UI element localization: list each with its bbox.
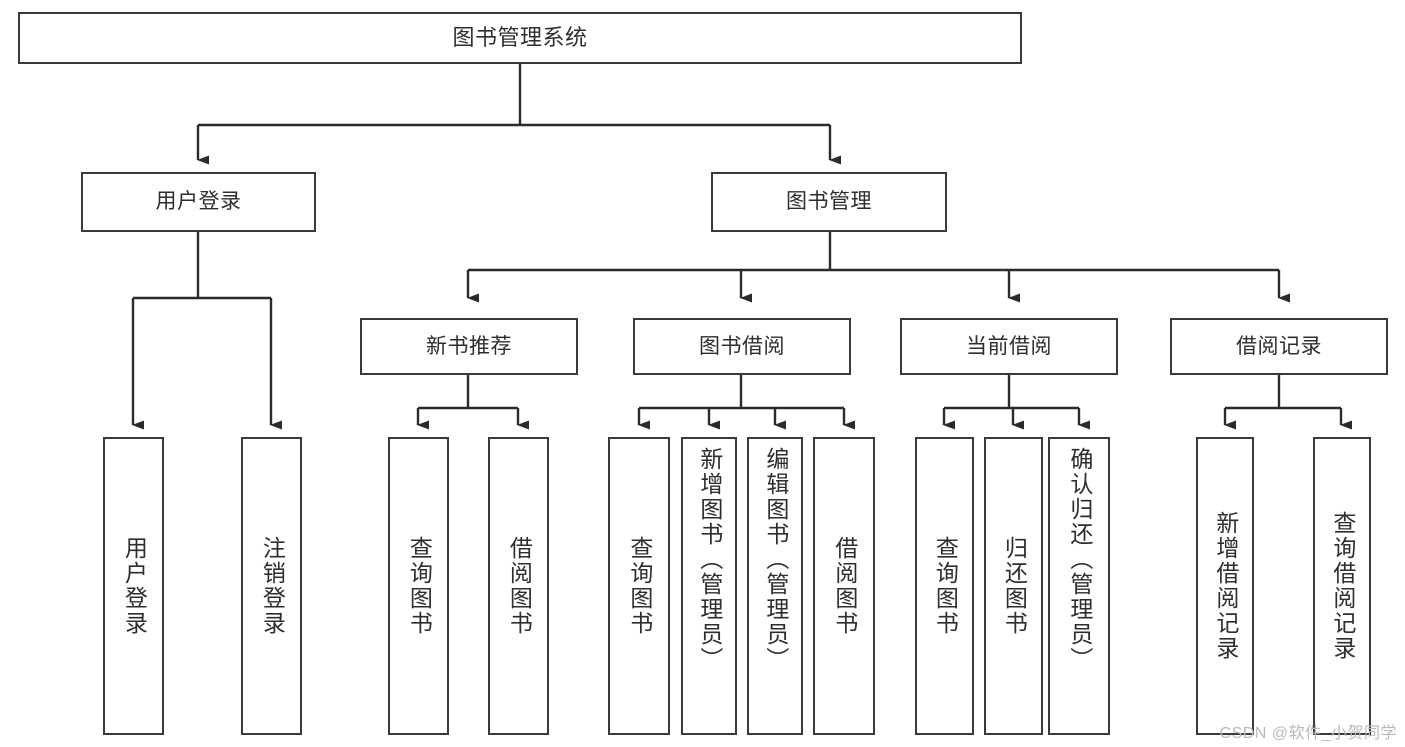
node-borrow-record-label: 借阅记录 [1236,334,1322,358]
leaf-newbook-query-book[interactable]: 查询图书 [388,437,449,735]
leaf-borrow-add-book-admin[interactable]: 新增图书（管理员） [681,437,737,735]
leaf-current-confirm-return-admin[interactable]: 确认归还（管理员） [1048,437,1110,735]
leaf-newbook-query-book-label: 查询图书 [406,536,433,636]
leaf-borrow-query-book-label: 查询图书 [626,536,653,636]
node-book-management[interactable]: 图书管理 [711,172,947,232]
leaf-current-return-book-label: 归还图书 [1001,536,1028,636]
leaf-user-login-signin[interactable]: 用户登录 [103,437,164,735]
node-book-management-label: 图书管理 [786,190,872,214]
node-current-borrow-label: 当前借阅 [966,334,1052,358]
leaf-record-add-record[interactable]: 新增借阅记录 [1196,437,1254,735]
leaf-user-login-signout-label: 注销登录 [259,536,286,636]
leaf-current-confirm-return-admin-label: 确认归还（管理员） [1066,447,1093,672]
leaf-newbook-borrow-book-label: 借阅图书 [506,536,533,636]
leaf-current-return-book[interactable]: 归还图书 [984,437,1043,735]
node-user-login[interactable]: 用户登录 [81,172,316,232]
leaf-borrow-query-book[interactable]: 查询图书 [608,437,670,735]
leaf-borrow-edit-book-admin-label: 编辑图书（管理员） [762,447,789,672]
leaf-record-query-record[interactable]: 查询借阅记录 [1313,437,1371,735]
node-book-borrow-label: 图书借阅 [699,334,785,358]
node-new-book-recommend-label: 新书推荐 [426,334,512,358]
leaf-borrow-borrow-book[interactable]: 借阅图书 [813,437,875,735]
node-current-borrow[interactable]: 当前借阅 [900,318,1118,375]
node-new-book-recommend[interactable]: 新书推荐 [360,318,578,375]
csdn-watermark: CSDN @软件_小贺同学 [1219,725,1397,742]
leaf-record-add-record-label: 新增借阅记录 [1212,511,1239,661]
leaf-record-query-record-label: 查询借阅记录 [1329,511,1356,661]
leaf-current-query-book-label: 查询图书 [932,536,959,636]
node-root-label: 图书管理系统 [452,24,588,50]
node-root-library-system[interactable]: 图书管理系统 [18,12,1022,64]
leaf-user-login-signout[interactable]: 注销登录 [241,437,302,735]
node-borrow-record[interactable]: 借阅记录 [1170,318,1388,375]
leaf-borrow-add-book-admin-label: 新增图书（管理员） [696,447,723,672]
leaf-newbook-borrow-book[interactable]: 借阅图书 [488,437,549,735]
leaf-borrow-edit-book-admin[interactable]: 编辑图书（管理员） [747,437,803,735]
leaf-user-login-signin-label: 用户登录 [121,536,148,636]
leaf-current-query-book[interactable]: 查询图书 [915,437,974,735]
leaf-borrow-borrow-book-label: 借阅图书 [831,536,858,636]
node-user-login-label: 用户登录 [155,190,242,214]
node-book-borrow[interactable]: 图书借阅 [633,318,851,375]
